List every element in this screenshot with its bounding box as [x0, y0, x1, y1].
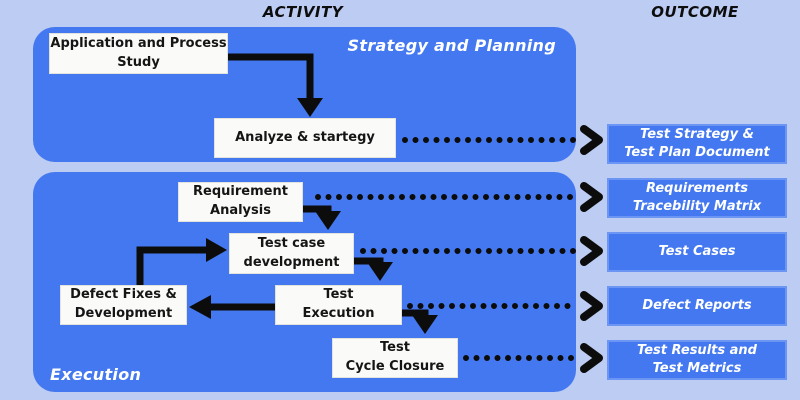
outcome-test-cases: Test Cases — [607, 232, 787, 272]
outcome-test-strategy-plan-document: Test Strategy & Test Plan Document — [607, 124, 787, 164]
phase-execution: Execution — [33, 172, 576, 392]
outcome-defect-reports: Defect Reports — [607, 286, 787, 326]
outcome-requirements-traceability-matrix: Requirements Tracebility Matrix — [607, 178, 787, 218]
node-defect-fixes-and-development: Defect Fixes & Development — [60, 285, 187, 325]
node-requirement-analysis: Requirement Analysis — [178, 182, 303, 222]
phase-execution-label: Execution — [50, 365, 142, 384]
activity-column-header: ACTIVITY — [262, 3, 344, 21]
outcome-test-results-and-metrics: Test Results and Test Metrics — [607, 340, 787, 380]
outcome-column-header: OUTCOME — [651, 3, 739, 21]
node-test-case-development: Test case development — [229, 233, 354, 274]
node-test-cycle-closure: Test Cycle Closure — [332, 338, 458, 378]
node-analyze-and-strategy: Analyze & startegy — [214, 118, 396, 158]
node-application-and-process-study: Application and Process Study — [49, 33, 228, 74]
node-test-execution: Test Execution — [275, 285, 402, 325]
phase-strategy-and-planning-label: Strategy and Planning — [347, 36, 556, 55]
